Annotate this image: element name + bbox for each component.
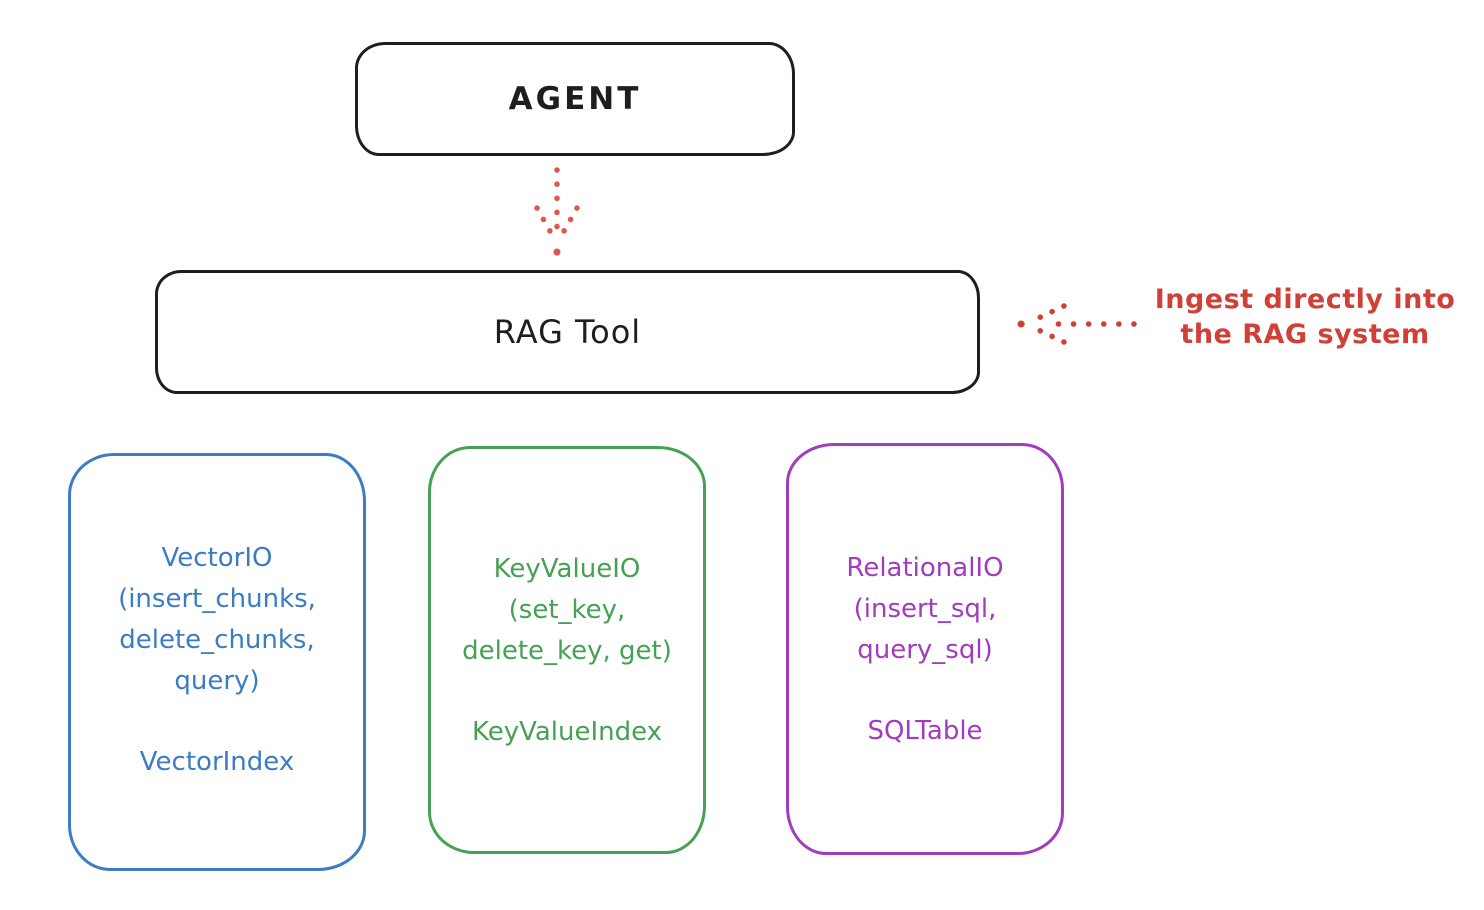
relationalio-methods-line: query_sql) [857, 635, 993, 665]
spacer [71, 702, 363, 742]
vectorio-title: VectorIO [161, 543, 273, 573]
spacer [789, 671, 1061, 711]
ingest-into-ragtool-arrow [1017, 303, 1137, 345]
spacer [431, 672, 703, 712]
vectorio-methods-line: query) [174, 666, 260, 696]
vectorio-node: VectorIO (insert_chunks, delete_chunks, … [68, 453, 366, 871]
relationalio-title: RelationalIO [846, 553, 1004, 583]
vectorio-index-label: VectorIndex [139, 747, 295, 777]
keyvalueio-index-label: KeyValueIndex [471, 717, 663, 747]
relationalio-index-label: SQLTable [867, 716, 983, 746]
agent-node: AGENT [355, 42, 795, 156]
ingest-annotation-line2: the RAG system [1180, 319, 1430, 351]
relationalio-methods-line: (insert_sql, [853, 594, 997, 624]
ingest-annotation-line1: Ingest directly into [1154, 284, 1456, 315]
keyvalueio-methods-line: delete_key, get) [462, 636, 672, 666]
rag-tool-node: RAG Tool [155, 270, 980, 394]
ingest-annotation: Ingest directly into the RAG system [1135, 282, 1475, 352]
rag-tool-node-label: RAG Tool [493, 313, 642, 351]
relationalio-node: RelationalIO (insert_sql, query_sql) SQL… [786, 443, 1064, 855]
keyvalueio-node: KeyValueIO (set_key, delete_key, get) Ke… [428, 446, 706, 854]
agent-node-label: AGENT [508, 81, 642, 117]
keyvalueio-methods-line: (set_key, [508, 595, 626, 625]
keyvalueio-title: KeyValueIO [493, 554, 641, 584]
vectorio-methods-line: (insert_chunks, [118, 584, 316, 614]
agent-to-ragtool-arrow [534, 167, 580, 256]
vectorio-methods-line: delete_chunks, [119, 625, 315, 655]
